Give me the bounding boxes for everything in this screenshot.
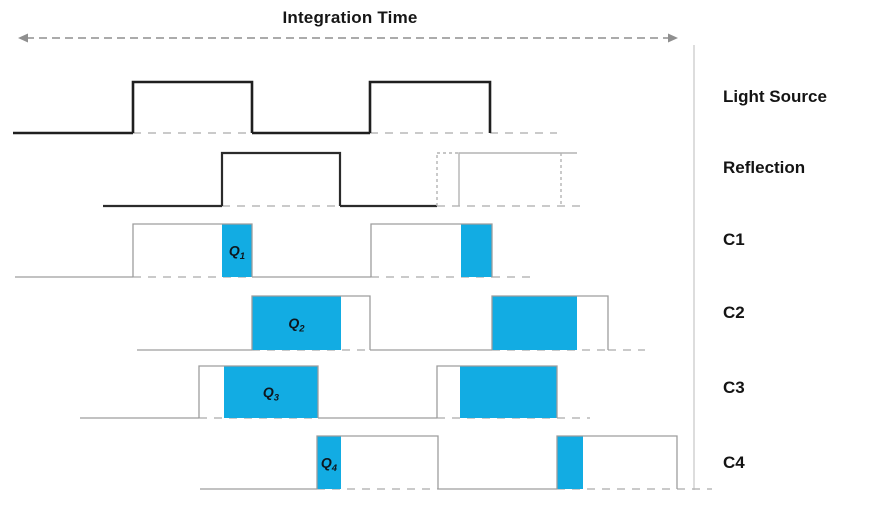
pulse [251, 295, 371, 350]
charge-region-q1-repeat [461, 224, 492, 277]
charge-region-q2 [252, 296, 341, 350]
waveform-c4: Q4 [200, 435, 712, 490]
row-label-light-source: Light Source [723, 87, 827, 106]
waveform-c1: Q1 [15, 223, 530, 278]
row-label-c4: C4 [723, 453, 745, 472]
charge-label-q3: Q3 [263, 384, 280, 404]
charge-label-q1: Q1 [229, 243, 245, 263]
pulse [316, 435, 439, 489]
charge-region-q1 [222, 224, 252, 277]
arrow-head-right-icon [668, 33, 678, 43]
pulse [556, 435, 678, 489]
waveform-light-source [13, 80, 557, 135]
integration-time-arrow [18, 33, 678, 43]
pulse [368, 80, 492, 133]
row-label-c1: C1 [723, 230, 745, 249]
waveform-c3: Q3 [80, 365, 590, 419]
waveform-reflection [103, 151, 585, 208]
ghost-pulse-outline [458, 152, 577, 206]
charge-region-q4 [317, 436, 341, 489]
charge-region-q2-repeat [492, 296, 577, 350]
charge-label-q4: Q4 [321, 455, 338, 475]
pulse [131, 80, 254, 133]
row-label-reflection: Reflection [723, 158, 806, 177]
charge-region-q3-repeat [460, 366, 557, 418]
pulse [220, 151, 342, 206]
pulse [132, 223, 253, 277]
pulse [436, 365, 558, 418]
pulse [198, 365, 319, 418]
row-label-c3: C3 [723, 378, 745, 397]
charge-region-q3 [224, 366, 318, 418]
pulse [370, 223, 493, 277]
pulse [491, 295, 609, 350]
waveform-c2: Q2 [137, 295, 645, 351]
diagram-title: Integration Time [282, 8, 418, 27]
row-label-c2: C2 [723, 303, 745, 322]
charge-label-q2: Q2 [288, 315, 305, 335]
arrow-head-left-icon [18, 33, 28, 43]
charge-region-q4-repeat [557, 436, 583, 489]
